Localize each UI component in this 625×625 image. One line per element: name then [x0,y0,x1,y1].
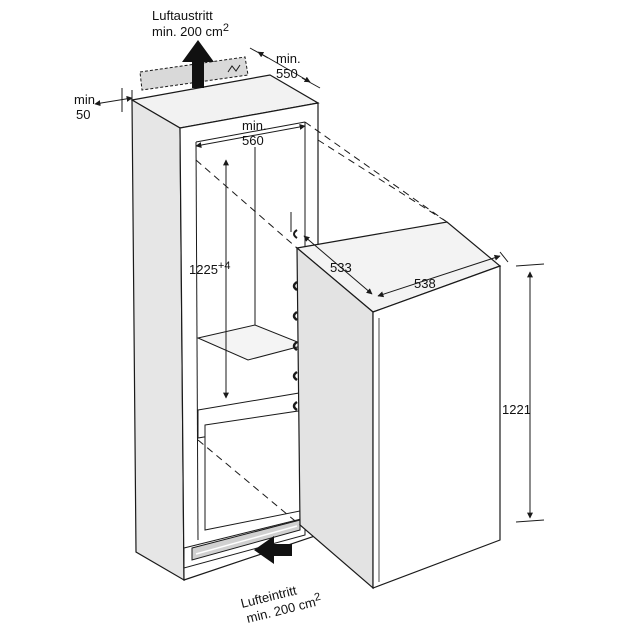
cabinet-lower-back [204,409,306,531]
width-value-label: 560 [242,133,264,148]
side-min-label: min. [74,92,99,107]
air-inlet-arrow [254,536,292,564]
projection-lines [195,121,448,526]
depth-min-label: min. [276,51,301,66]
cabinet-inner-left [195,141,199,541]
width-min-label: min. [242,118,267,133]
cabinet-niche [130,74,320,582]
cabinet-left-panel [131,98,185,582]
air-outlet-arrow [182,40,214,88]
niche-height-label: 1225+4 [189,260,230,277]
appliance-height-label: 1221 [502,402,531,417]
depth-value-label: 550 [276,66,298,81]
appliance-width-label: 538 [414,276,436,291]
appliance-depth-label: 533 [330,260,352,275]
side-value-label: 50 [76,107,90,122]
outlet-label-line1: Luftaustritt [152,8,213,23]
inlet-label: Lufteintritt min. 200 cm2 [239,582,322,625]
appliance [295,221,502,590]
dimension-lines [94,47,545,523]
door-hinges [290,212,298,412]
outlet-label-line2: min. 200 cm2 [152,22,229,39]
appliance-front-face [372,265,501,589]
